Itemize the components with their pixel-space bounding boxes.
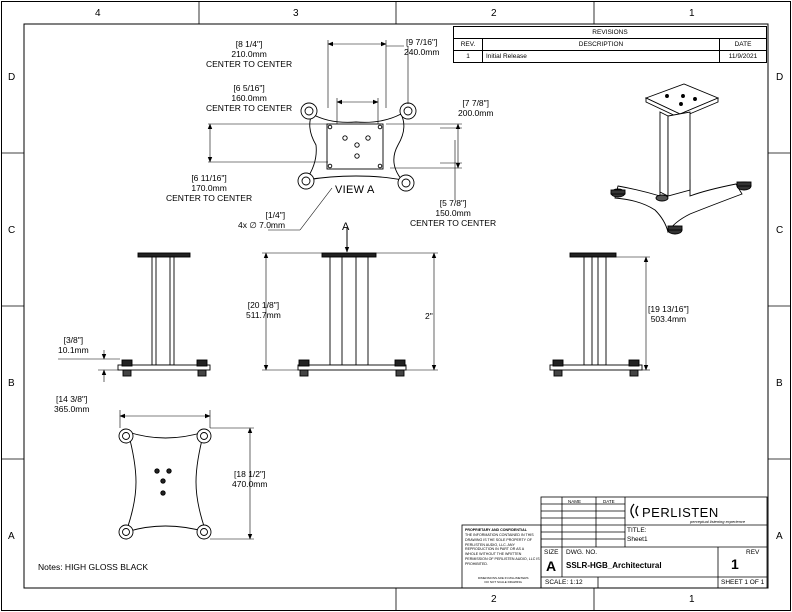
tb-sheet: SHEET 1 OF 1 [721,579,765,586]
left-elevation-dims [58,350,120,382]
revision-row: 1 Initial Release 11/9/2021 [453,50,767,63]
revision-rev: 1 [453,50,483,63]
zone-col-2: 2 [491,8,497,19]
view-a-plate [297,102,417,192]
tb-dwg-value: SSLR-HGB_Architectural [566,561,662,570]
perlisten-logo: PERLISTEN [642,505,719,520]
dim-470: [18 1/2"]470.0mm [232,469,268,489]
tb-title-label: TITLE: [627,527,647,534]
tb-rev-label: REV [746,549,760,556]
zone-row-b-right: B [776,378,783,389]
tb-rev-value: 1 [731,556,739,572]
drawing-notes: Notes: HIGH GLOSS BLACK [38,562,149,572]
dim-2in: 2" [425,311,433,321]
zone-row-c-left: C [8,225,16,236]
revision-description: Initial Release [482,50,720,63]
revisions-header-description: DESCRIPTION [482,38,720,51]
tb-title-value: Sheet1 [627,536,648,543]
zone-col-1: 1 [689,8,695,19]
view-a-dim-lines [207,40,462,231]
tb-scale: SCALE: 1:12 [545,579,583,586]
zone-col-1-bottom: 1 [689,594,695,605]
left-elevation [117,252,211,377]
zone-col-2-bottom: 2 [491,594,497,605]
dim-10-1: [3/8"]10.1mm [58,335,89,355]
front-elevation [297,252,407,377]
right-elevation [549,252,643,377]
revisions-header-date: DATE [719,38,767,51]
dim-511-7: [20 1/8"]511.7mm [246,300,281,320]
tb-dwg-label: DWG. NO. [566,549,598,556]
zone-row-d-left: D [8,72,16,83]
zone-row-b-left: B [8,378,15,389]
zone-row-a-right: A [776,531,783,542]
tb-date-header: DATE [603,499,615,504]
dim-365: [14 3/8"]365.0mm [54,394,90,414]
perlisten-logo-mark [630,503,639,519]
view-a-label: VIEW A [335,184,375,196]
dim-503-4: [19 13/16"]503.4mm [648,304,689,324]
iso-stand [610,83,752,235]
tb-name-header: NAME [568,499,582,504]
zone-col-3: 3 [293,8,299,19]
zone-col-4: 4 [95,8,101,19]
zone-row-c-right: C [776,225,784,236]
title-block-frame [461,496,768,589]
zone-row-d-right: D [776,72,784,83]
tb-scale-notes: DIMENSIONS ARE IN MILLIMETERS DO NOT SCA… [478,576,529,585]
front-elevation-dims [262,228,438,371]
dim-240: [9 7/16"]240.0mm [404,37,440,57]
revision-date: 11/9/2021 [719,50,767,63]
right-elevation-dims [616,256,650,371]
section-marker-a: A [342,221,350,233]
dim-200: [7 7/8"]200.0mm [458,98,494,118]
zone-row-a-left: A [8,531,15,542]
tb-size-label: SIZE [544,549,559,556]
perlisten-tagline: perceptual listening experience [690,519,746,524]
base-plan-dims [119,410,254,540]
dim-hole: [1/4"]4x ∅ 7.0mm [238,210,286,230]
revisions-header-rev: REV. [453,38,483,51]
tb-size-value: A [546,558,557,574]
revisions-title: REVISIONS [453,26,767,39]
revisions-table: REVISIONS REV. DESCRIPTION DATE 1 Initia… [453,26,767,63]
tb-proprietary: PROPRIETARY AND CONFIDENTIAL THE INFORMA… [465,528,540,566]
base-plan-view [118,428,212,540]
